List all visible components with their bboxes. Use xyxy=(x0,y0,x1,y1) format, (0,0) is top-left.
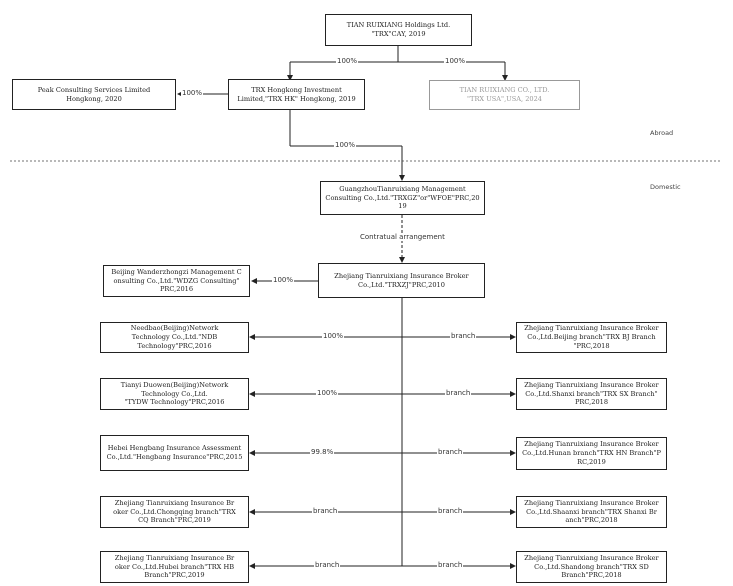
abroad-label: Abroad xyxy=(650,129,674,137)
node-wfoe: GuangzhouTianruixiang Management Consult… xyxy=(320,181,485,215)
edge-label-wdzg: 100% xyxy=(272,276,295,284)
node-cq-branch: Zhejiang Tianruixiang Insurance Br oker … xyxy=(100,496,249,528)
node-trxzj: Zhejiang Tianruixiang Insurance Broker C… xyxy=(318,263,485,298)
edge-label-hk-wfoe: 100% xyxy=(334,141,357,149)
edge-label-cq: branch xyxy=(312,507,339,515)
node-shaanxi-branch: Zhejiang Tianruixiang Insurance Broker C… xyxy=(516,496,667,528)
node-wdzg: Beijing Wanderzhongzi Management C onsul… xyxy=(103,265,250,297)
node-ndb: Needbao(Beijing)Network Technology Co.,L… xyxy=(100,322,249,353)
edge-label-hk-peak: 100% xyxy=(181,89,204,97)
edge-label-tydw: 100% xyxy=(316,389,339,397)
edge-label-contractual: Contratual arrangement xyxy=(359,233,446,241)
edge-label-hb: branch xyxy=(314,561,341,569)
node-bj-branch: Zhejiang Tianruixiang Insurance Broker C… xyxy=(516,322,667,353)
edge-label-ndb: 100% xyxy=(322,332,345,340)
edge-label-cay-usa: 100% xyxy=(444,57,467,65)
node-hebei: Hebei Hengbang Insurance Assessment Co.,… xyxy=(100,435,249,471)
node-hb-branch: Zhejiang Tianruixiang Insurance Br oker … xyxy=(100,551,249,583)
node-trx-usa: TIAN RUIXIANG CO., LTD. "TRX USA",USA, 2… xyxy=(429,80,580,110)
node-tydw: Tianyi Duowen(Beijing)Network Technology… xyxy=(100,378,249,410)
edge-label-sx: branch xyxy=(445,389,472,397)
node-hn-branch: Zhejiang Tianruixiang Insurance Broker C… xyxy=(516,437,667,470)
edge-label-shaanxi: branch xyxy=(437,507,464,515)
edge-label-hebei: 99.8% xyxy=(310,448,335,456)
edge-label-hn: branch xyxy=(437,448,464,456)
domestic-label: Domestic xyxy=(650,183,681,191)
node-trx-hk: TRX Hongkong Investment Limited,"TRX HK"… xyxy=(228,79,365,110)
node-sd-branch: Zhejiang Tianruixiang Insurance Broker C… xyxy=(516,551,667,583)
edge-label-cay-hk: 100% xyxy=(336,57,359,65)
node-sx-branch: Zhejiang Tianruixiang Insurance Broker C… xyxy=(516,378,667,410)
node-trx-cay: TIAN RUIXIANG Holdings Ltd. "TRX"CAY, 20… xyxy=(325,14,472,46)
edge-label-sd: branch xyxy=(437,561,464,569)
edge-label-bj: branch xyxy=(450,332,477,340)
node-peak-consulting: Peak Consulting Services Limited Hongkon… xyxy=(12,79,176,110)
